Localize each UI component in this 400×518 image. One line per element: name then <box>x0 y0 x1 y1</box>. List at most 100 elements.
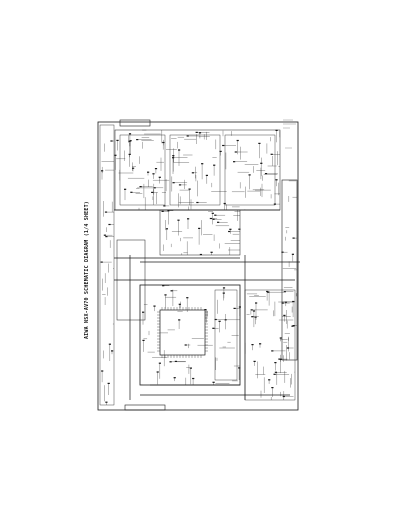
component-mark <box>124 188 127 190</box>
component-mark <box>195 131 198 133</box>
component-mark <box>292 325 295 327</box>
component-mark <box>292 300 295 303</box>
component-mark <box>270 153 273 155</box>
component-mark <box>234 151 237 153</box>
component-mark <box>154 168 158 170</box>
component-mark <box>108 223 111 226</box>
component-mark <box>105 236 108 238</box>
component-mark <box>271 350 274 352</box>
component-mark <box>224 319 227 321</box>
component-mark <box>187 218 190 220</box>
component-mark <box>218 320 221 322</box>
component-mark <box>142 311 145 313</box>
component-mark <box>217 221 220 223</box>
component-mark <box>186 135 189 137</box>
component-mark <box>212 218 215 220</box>
component-mark <box>213 164 216 166</box>
component-mark <box>267 291 270 293</box>
component-mark <box>153 305 156 307</box>
component-mark <box>162 141 165 144</box>
component-mark <box>198 227 201 229</box>
component-mark <box>110 140 113 142</box>
component-mark <box>153 187 156 189</box>
component-mark <box>114 154 117 156</box>
component-mark <box>211 212 214 214</box>
note-lines <box>283 119 296 149</box>
component-mark <box>228 230 231 233</box>
component-mark <box>108 343 111 345</box>
component-mark <box>292 237 295 239</box>
component-mark <box>233 161 236 163</box>
component-mark <box>254 316 257 318</box>
ic-pins <box>157 307 208 358</box>
component-mark <box>279 337 282 339</box>
component-mark <box>283 291 286 293</box>
component-mark <box>212 381 215 383</box>
component-mark <box>268 379 271 381</box>
component-mark <box>219 150 222 152</box>
component-mark <box>253 360 256 362</box>
component-mark <box>238 306 241 308</box>
component-mark <box>129 140 132 142</box>
amplifier-block <box>114 129 281 211</box>
component-mark <box>204 309 207 311</box>
component-mark <box>101 170 104 172</box>
component-mark <box>156 371 159 373</box>
component-mark <box>111 350 114 352</box>
component-mark <box>274 362 277 364</box>
component-mark <box>132 167 135 169</box>
component-mark <box>188 188 191 190</box>
component-mark <box>198 132 202 134</box>
component-mark <box>169 361 172 363</box>
component-mark <box>250 309 253 311</box>
component-mark <box>165 228 168 230</box>
component-mark <box>139 186 142 188</box>
component-mark <box>186 297 189 299</box>
component-mark <box>130 191 133 193</box>
component-mark <box>260 162 263 164</box>
component-mark <box>178 184 182 186</box>
left-bus <box>99 124 115 406</box>
wiring <box>101 129 300 405</box>
component-mark <box>212 327 215 329</box>
component-mark <box>284 301 287 303</box>
component-mark <box>189 367 192 369</box>
component-mark <box>128 153 131 155</box>
component-mark <box>238 367 241 369</box>
component-mark <box>158 362 161 364</box>
component-mark <box>162 285 165 287</box>
component-mark <box>151 191 154 193</box>
component-mark <box>177 219 180 221</box>
component-mark <box>184 344 187 346</box>
component-mark <box>223 202 226 205</box>
top-connector <box>119 119 151 127</box>
component-mark <box>275 129 278 131</box>
component-mark <box>199 253 202 256</box>
component-mark <box>191 172 194 174</box>
component-mark <box>259 343 262 345</box>
component-mark <box>174 360 177 362</box>
lower-frame <box>139 284 241 386</box>
component-mark <box>282 395 285 398</box>
bottom-connector <box>124 404 166 411</box>
component-mark <box>128 133 132 135</box>
component-mark <box>172 182 175 184</box>
component-mark <box>170 290 173 292</box>
component-mark <box>233 307 236 309</box>
component-mark <box>214 214 217 216</box>
component-mark <box>266 290 269 293</box>
component-mark <box>201 163 204 165</box>
component-mark <box>152 173 155 175</box>
component-mark <box>273 373 276 375</box>
component-mark <box>238 228 241 230</box>
schematic-border <box>97 121 299 411</box>
component-mark <box>142 339 145 341</box>
component-mark <box>258 142 261 144</box>
components <box>100 129 295 403</box>
component-mark <box>278 358 281 360</box>
component-mark <box>222 144 225 147</box>
component-mark <box>229 228 232 230</box>
component-mark <box>158 176 161 178</box>
component-mark <box>251 316 254 318</box>
